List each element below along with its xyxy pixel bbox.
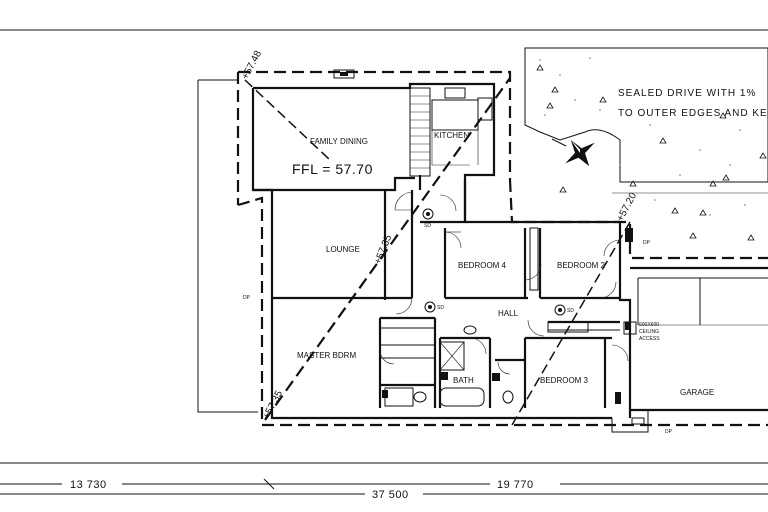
wet-area-fixtures (382, 325, 514, 407)
room-label-master-bdrm: MASTER BDRM (297, 351, 356, 360)
room-label-kitchen: KITCHEN (434, 131, 469, 140)
room-label-bedroom-4: BEDROOM 4 (458, 261, 507, 270)
door-swings (379, 191, 629, 375)
smoke-detector-icon (422, 208, 566, 316)
interior-walls (272, 175, 620, 408)
room-label-bedroom-2: BEDROOM 2 (557, 261, 606, 270)
smoke-detector-label: SD (424, 223, 431, 229)
roof-outline (236, 70, 768, 427)
drive-note-line-1: SEALED DRIVE WITH 1% (618, 88, 756, 99)
room-label-hall: HALL (498, 309, 519, 318)
level-marker-lounge: +57.35 (373, 233, 395, 266)
drive-note-line-2: TO OUTER EDGES AND KE (618, 108, 768, 119)
left-boundary-line (197, 80, 258, 413)
dimension-line (0, 478, 768, 495)
sealed-drive-area: SEALED DRIVE WITH 1% TO OUTER EDGES AND … (524, 47, 768, 241)
room-label-bath: BATH (453, 376, 474, 385)
ceiling-access-label-3: ACCESS (639, 336, 660, 342)
north-arrow-icon (551, 138, 595, 167)
dimension-left: 13 730 (70, 479, 107, 491)
downpipe-label: DP (643, 240, 651, 246)
exterior-walls (251, 69, 768, 433)
room-label-family-dining: FAMILY DINING (310, 137, 368, 146)
room-label-lounge: LOUNGE (326, 245, 360, 254)
level-marker-driveway: +57.20 (615, 191, 639, 224)
garage-features (615, 228, 768, 425)
room-label-garage: GARAGE (680, 388, 714, 397)
kitchen-joinery (409, 87, 493, 177)
room-label-bedroom-3: BEDROOM 3 (540, 376, 589, 385)
ceiling-access-label-1: 600X600 (639, 322, 659, 328)
dimension-right: 19 770 (497, 479, 534, 491)
smoke-detector-label: SD (567, 308, 574, 314)
ceiling-access-label-2: CEILING (639, 329, 659, 335)
finished-floor-level: FFL = 57.70 (292, 161, 373, 177)
level-marker-bottom-left: +57.35 (261, 389, 285, 422)
downpipe-label: DP (243, 295, 251, 301)
downpipe-label: DP (665, 429, 673, 435)
wardrobes (379, 227, 589, 333)
level-marker-top-left: +57.48 (240, 49, 264, 82)
smoke-detector-label: SD (437, 305, 444, 311)
dimension-total: 37 500 (372, 489, 409, 501)
